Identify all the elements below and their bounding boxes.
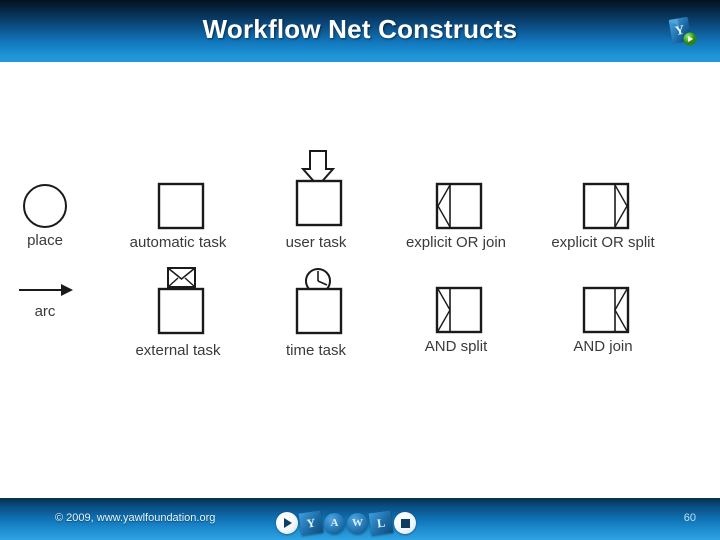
construct-explicit-or-join: explicit OR join — [385, 180, 527, 251]
yawl-logo-icon: Y — [662, 12, 702, 52]
construct-label: user task — [285, 234, 347, 251]
construct-external-task: external task — [108, 266, 248, 359]
yawl-footer-logo: Y A W L — [276, 510, 448, 536]
and-join-icon — [582, 286, 630, 334]
or-split-icon — [582, 182, 630, 230]
constructs-diagram: place arc automatic task — [0, 62, 720, 498]
construct-label: arc — [34, 303, 56, 320]
construct-label: explicit OR split — [551, 234, 655, 251]
logo-letter-l: L — [368, 510, 394, 536]
or-join-icon — [435, 182, 483, 230]
construct-label: explicit OR join — [405, 234, 507, 251]
construct-explicit-or-split: explicit OR split — [528, 180, 678, 251]
construct-arc: arc — [0, 277, 90, 320]
construct-label: time task — [285, 342, 346, 359]
construct-user-task: user task — [252, 148, 380, 251]
construct-and-split: AND split — [385, 284, 527, 355]
construct-label: automatic task — [129, 234, 227, 251]
construct-label: AND split — [424, 338, 488, 355]
construct-and-join: AND join — [528, 284, 678, 355]
svg-text:Y: Y — [674, 22, 686, 39]
construct-label: place — [27, 232, 63, 249]
stop-icon — [394, 512, 416, 534]
page-number: 60 — [683, 512, 696, 524]
construct-label: AND join — [573, 338, 633, 355]
play-icon — [276, 512, 298, 534]
logo-letter-w: W — [347, 512, 368, 534]
construct-label: external task — [135, 342, 221, 359]
logo-letter-a: A — [324, 512, 345, 534]
and-split-icon — [435, 286, 483, 334]
slide-header: Workflow Net Constructs — [0, 0, 720, 62]
construct-automatic-task: automatic task — [108, 180, 248, 251]
arrow-down-square-icon — [295, 150, 343, 227]
construct-time-task: time task — [252, 266, 380, 359]
square-icon — [157, 182, 205, 230]
clock-square-icon — [295, 268, 343, 335]
page-title: Workflow Net Constructs — [202, 14, 518, 44]
logo-letter-y: Y — [298, 510, 324, 536]
copyright-text: © 2009, www.yawlfoundation.org — [55, 512, 216, 524]
arrow-right-icon — [19, 284, 73, 296]
construct-place: place — [0, 182, 90, 249]
envelope-square-icon — [157, 267, 205, 335]
circle-icon — [23, 184, 67, 228]
